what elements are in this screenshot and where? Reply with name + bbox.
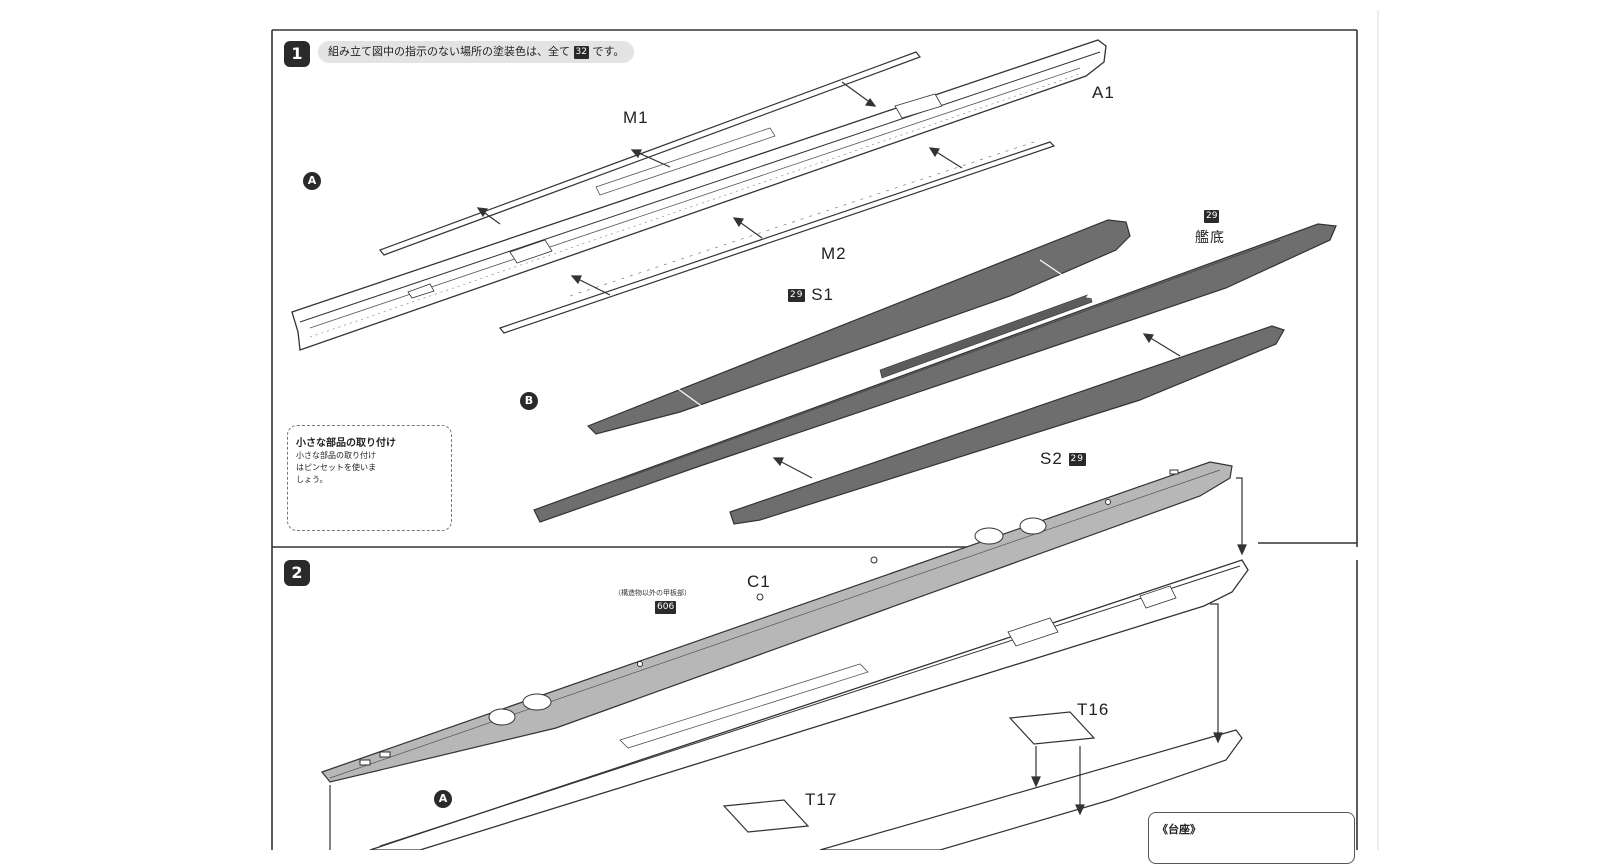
tip-title: 小さな部品の取り付け <box>296 438 396 449</box>
label-m1: M1 <box>623 108 649 127</box>
label-c1: C1 <box>747 572 771 591</box>
label-a1: A1 <box>1092 83 1115 102</box>
deck-note: （構造物以外の甲板部） <box>614 589 691 597</box>
part-s1 <box>586 219 1131 435</box>
step1-arrows <box>476 81 963 296</box>
label-s2: S2 29 <box>1040 449 1086 469</box>
step1-arrows-c <box>772 333 1181 479</box>
panel-frame <box>271 29 1358 850</box>
instruction-note: 組み立て図中の指示のない場所の塗装色は、全て 32 です。 <box>318 41 635 63</box>
marker-a-step2: A <box>434 790 452 808</box>
label-m2: M2 <box>821 244 847 263</box>
paint-code-deck: 606 <box>655 601 677 614</box>
part-m1 <box>379 51 921 256</box>
paint-code: 32 <box>573 45 589 59</box>
base-label: 《台座》 <box>1157 823 1201 836</box>
part-s2 <box>729 325 1285 525</box>
step-1-badge: 1 <box>284 41 310 67</box>
paint-code-hull-bottom: 29 <box>1204 210 1220 223</box>
instruction-text-end: です。 <box>592 45 625 58</box>
tip-text: 小さな部品の取り付けはピンセットを使いましょう。 <box>296 451 376 484</box>
part-hull-bottom <box>533 223 1337 523</box>
part-t17 <box>722 799 810 833</box>
part-t16 <box>1008 711 1096 745</box>
label-hull-bottom: 艦底 <box>1195 229 1225 245</box>
paint-code-s2: 29 <box>1068 453 1086 467</box>
tip-box: 小さな部品の取り付け 小さな部品の取り付けはピンセットを使いましょう。 <box>287 425 452 531</box>
label-s2-text: S2 <box>1040 449 1063 468</box>
label-t17: T17 <box>805 790 838 809</box>
paint-code-s1: 29 <box>788 289 806 303</box>
part-lower-hull <box>819 729 1243 850</box>
label-t16: T16 <box>1077 700 1110 719</box>
base-box: 《台座》 <box>1148 812 1355 864</box>
label-s1-text: S1 <box>811 285 834 304</box>
step2-arrows <box>329 477 1247 850</box>
instruction-text: 組み立て図中の指示のない場所の塗装色は、全て <box>328 45 570 58</box>
marker-a-step1: A <box>303 172 321 190</box>
part-m2 <box>498 141 1056 334</box>
marker-b: B <box>520 392 538 410</box>
step-2-badge: 2 <box>284 560 310 586</box>
step1-arrows-b <box>673 259 1098 429</box>
label-s1: 29 S1 <box>788 285 834 305</box>
deck-fittings <box>359 469 1179 766</box>
